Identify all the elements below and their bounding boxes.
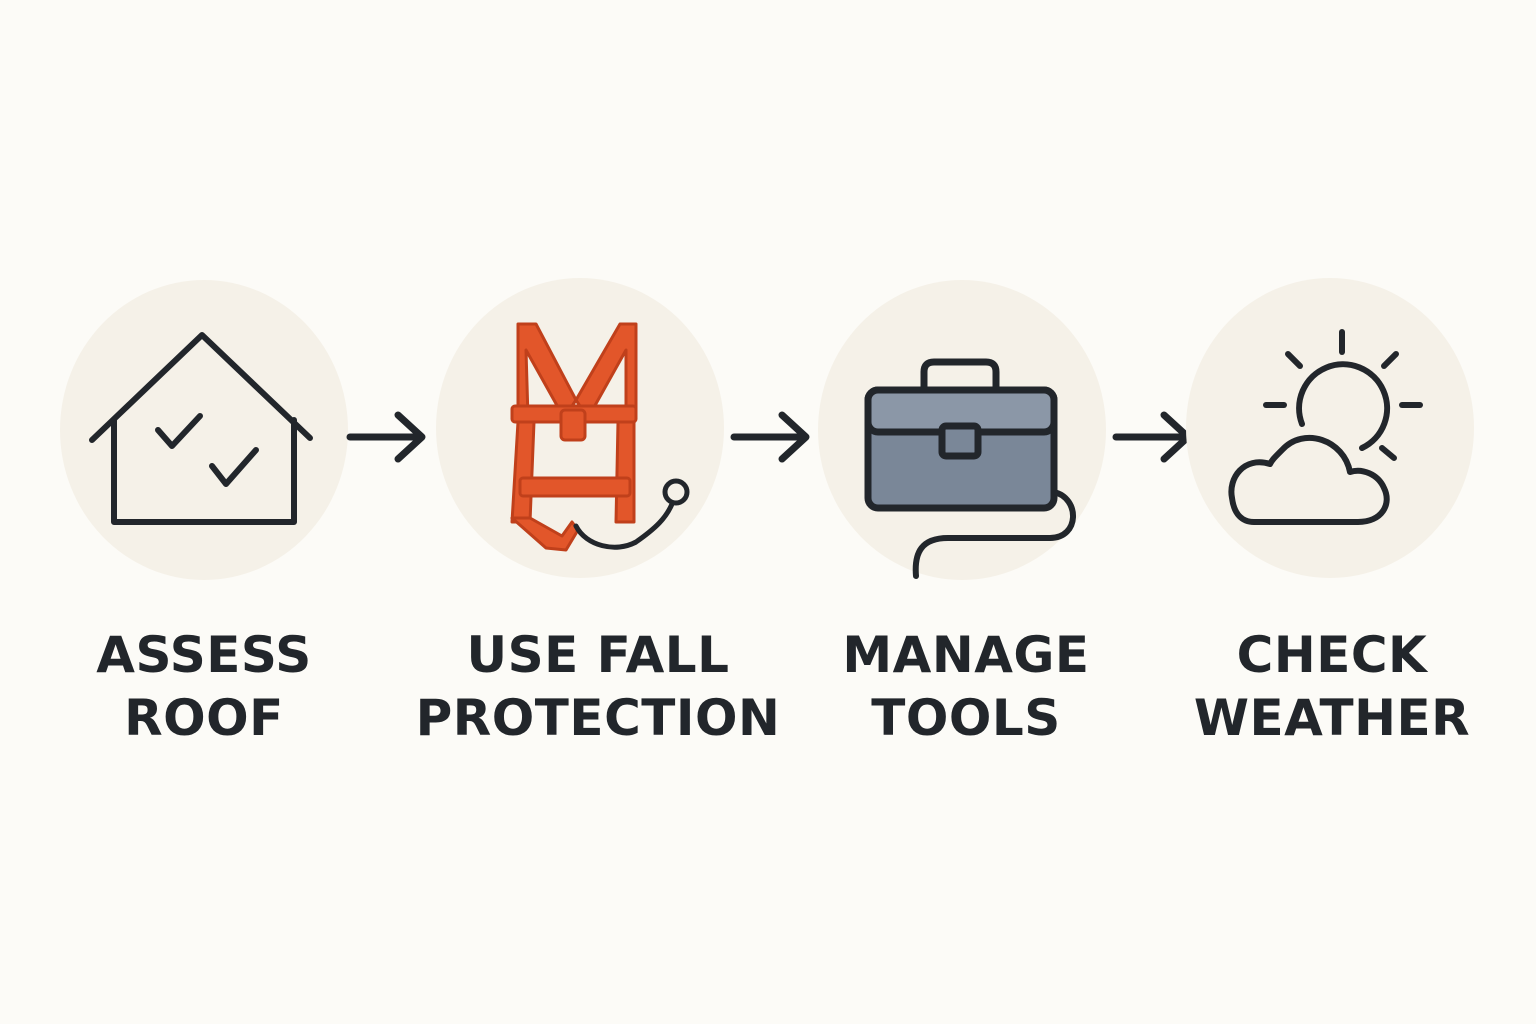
step-1-circle: [60, 280, 348, 580]
step-4-label: CHECK WEATHER: [1142, 624, 1522, 750]
step-1-label-line2: ROOF: [124, 689, 284, 747]
step-3-label-line2: TOOLS: [871, 689, 1061, 747]
arrow-right-icon: [730, 411, 810, 463]
step-2-label: USE FALL PROTECTION: [408, 624, 788, 750]
safety-harness-icon: [510, 322, 690, 552]
step-3-circle: [818, 280, 1106, 580]
step-2-label-line2: PROTECTION: [415, 689, 781, 747]
step-3-label-line1: MANAGE: [842, 626, 1090, 684]
step-4-label-line2: WEATHER: [1193, 689, 1471, 747]
arrow-right-icon: [1112, 411, 1192, 463]
step-2-label-line1: USE FALL: [466, 626, 730, 684]
step-2-circle: [436, 278, 724, 578]
arrow-right-icon: [346, 411, 426, 463]
step-3-label: MANAGE TOOLS: [776, 624, 1156, 750]
step-4-label-line1: CHECK: [1236, 626, 1428, 684]
house-check-icon: [89, 332, 313, 525]
step-1-label: ASSESS ROOF: [14, 624, 394, 750]
sun-cloud-icon: [1228, 329, 1423, 525]
step-4-circle: [1186, 278, 1474, 578]
step-1-label-line1: ASSESS: [96, 626, 312, 684]
toolbox-icon: [864, 358, 1076, 579]
